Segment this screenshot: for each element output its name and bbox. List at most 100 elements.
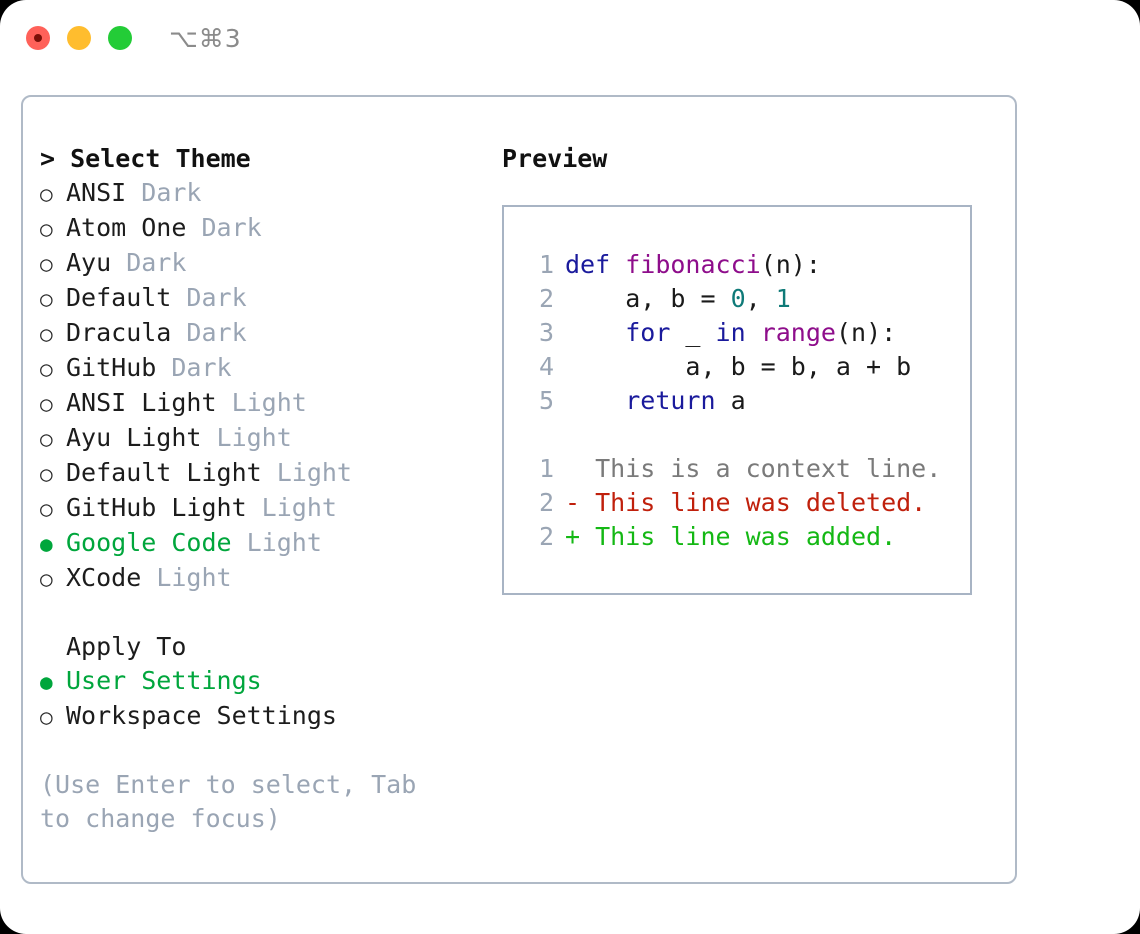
diff-line-content: - This line was deleted. — [565, 488, 927, 517]
diff-line-del: 2 - This line was deleted. — [520, 486, 970, 520]
theme-option-tag: Dark — [186, 213, 262, 242]
code-line: 4 a, b = b, a + b — [520, 350, 970, 384]
code-token-code — [610, 250, 625, 279]
theme-list-column: > Select Theme ○ANSI Dark○Atom One Dark○… — [40, 142, 470, 836]
radio-unselected-icon: ○ — [40, 287, 53, 311]
theme-option-label: Google Code — [66, 528, 232, 557]
theme-option-default-light[interactable]: ○ Default Light Light — [40, 456, 470, 491]
spacer — [40, 596, 470, 630]
code-token-kw: return — [625, 386, 716, 415]
minimize-button-icon[interactable] — [67, 26, 91, 50]
radio-unselected-icon: ○ — [40, 427, 53, 451]
code-token-kw: in — [715, 318, 746, 347]
theme-option-label: Atom One — [66, 213, 187, 242]
radio-unselected-icon: ○ — [40, 497, 53, 521]
code-token-fn: range — [760, 318, 836, 347]
radio-unselected-icon: ○ — [40, 705, 53, 729]
diff-sample: 1 This is a context line.2- This line wa… — [520, 452, 970, 554]
line-number: 2 — [538, 522, 554, 551]
theme-option-label: GitHub — [66, 353, 157, 382]
radio-unselected-icon: ○ — [40, 357, 53, 381]
theme-option-label: XCode — [66, 563, 142, 592]
diff-line-add: 2+ This line was added. — [520, 520, 970, 554]
keyboard-hint-text: (Use Enter to select, Tab to change focu… — [40, 770, 417, 833]
theme-option-xcode[interactable]: ○XCode Light — [40, 561, 470, 596]
line-number: 5 — [538, 386, 554, 415]
theme-option-tag: Dark — [156, 353, 232, 382]
theme-option-tag: Dark — [126, 178, 202, 207]
radio-unselected-icon: ○ — [40, 322, 53, 346]
radio-unselected-icon: ○ — [40, 462, 53, 486]
preview-heading: Preview — [502, 144, 608, 173]
code-line: 3 for _ in range(n): — [520, 316, 970, 350]
code-token-kw: for — [625, 318, 671, 347]
window-controls — [26, 26, 132, 50]
code-token-code: a, b = — [565, 284, 731, 313]
line-number: 4 — [538, 352, 554, 381]
theme-option-tag: Light — [216, 388, 307, 417]
theme-option-ayu-light[interactable]: ○ Ayu Light Light — [40, 421, 470, 456]
theme-option-label: GitHub Light — [66, 493, 247, 522]
code-token-code: a, b = b, a + b — [565, 352, 912, 381]
theme-option-label: Default — [66, 283, 172, 312]
close-button-icon[interactable] — [26, 26, 50, 50]
code-line-content: a, b = b, a + b — [565, 350, 911, 384]
theme-selector-dialog: > Select Theme ○ANSI Dark○Atom One Dark○… — [21, 95, 1017, 884]
code-line: 1 def fibonacci(n): — [520, 248, 970, 282]
code-token-code — [565, 318, 625, 347]
line-number: 2 — [538, 284, 554, 313]
radio-unselected-icon: ○ — [40, 217, 53, 241]
theme-option-tag: Light — [141, 563, 232, 592]
apply-to-option-label: User Settings — [66, 666, 262, 695]
code-token-code: (n): — [835, 318, 897, 347]
radio-unselected-icon: ○ — [40, 392, 53, 416]
theme-option-label: Ayu Light — [66, 423, 202, 452]
line-number: 1 — [538, 454, 554, 483]
theme-option-tag: Light — [246, 493, 337, 522]
zoom-button-icon[interactable] — [108, 26, 132, 50]
apply-to-heading: Apply To — [66, 632, 187, 661]
code-line: 5 return a — [520, 384, 970, 418]
code-token-fn: fibonacci — [625, 250, 761, 279]
theme-option-label: Ayu — [66, 248, 112, 277]
theme-option-tag: Light — [201, 423, 292, 452]
theme-option-tag: Light — [261, 458, 352, 487]
theme-option-tag: Dark — [171, 318, 247, 347]
theme-option-google-code[interactable]: ●Google Code Light — [40, 526, 470, 561]
theme-option-ayu[interactable]: ○Ayu Dark — [40, 246, 470, 281]
code-line-content: a, b = 0, 1 — [565, 282, 791, 316]
diff-line-ctx: 1 This is a context line. — [520, 452, 970, 486]
theme-option-tag: Dark — [171, 283, 247, 312]
code-line-content: for _ in range(n): — [565, 316, 896, 350]
apply-to-option-label: Workspace Settings — [66, 701, 337, 730]
theme-option-github-light[interactable]: ○ GitHub Light Light — [40, 491, 470, 526]
theme-option-ansi[interactable]: ○ANSI Dark — [40, 176, 470, 211]
radio-unselected-icon: ○ — [40, 182, 53, 206]
theme-option-github[interactable]: ○ GitHub Dark — [40, 351, 470, 386]
radio-selected-icon: ● — [40, 670, 53, 694]
code-line-content: return a — [565, 384, 745, 418]
theme-option-atom-one[interactable]: ○ Atom One Dark — [40, 211, 470, 246]
line-number: 2 — [538, 488, 554, 517]
theme-option-tag: Dark — [111, 248, 187, 277]
code-line-content: def fibonacci(n): — [565, 248, 821, 282]
theme-option-dracula[interactable]: ○ Dracula Dark — [40, 316, 470, 351]
code-token-code — [746, 318, 761, 347]
apply-to-option-workspace-settings[interactable]: ○ Workspace Settings — [40, 699, 470, 734]
code-token-code: , — [745, 284, 776, 313]
apply-to-option-user-settings[interactable]: ● User Settings — [40, 664, 470, 699]
theme-option-label: ANSI Light — [66, 388, 217, 417]
code-token-code: (n): — [760, 250, 821, 279]
theme-option-default[interactable]: ○ Default Dark — [40, 281, 470, 316]
code-token-code — [565, 386, 625, 415]
theme-option-label: Dracula — [66, 318, 172, 347]
line-number: 1 — [538, 250, 554, 279]
theme-option-ansi-light[interactable]: ○ ANSI Light Light — [40, 386, 470, 421]
theme-list[interactable]: ○ANSI Dark○Atom One Dark○Ayu Dark○Defaul… — [40, 176, 470, 596]
theme-option-label: Default Light — [66, 458, 262, 487]
apply-to-list[interactable]: ● User Settings ○ Workspace Settings — [40, 664, 470, 734]
code-token-num: 0 — [730, 284, 746, 313]
